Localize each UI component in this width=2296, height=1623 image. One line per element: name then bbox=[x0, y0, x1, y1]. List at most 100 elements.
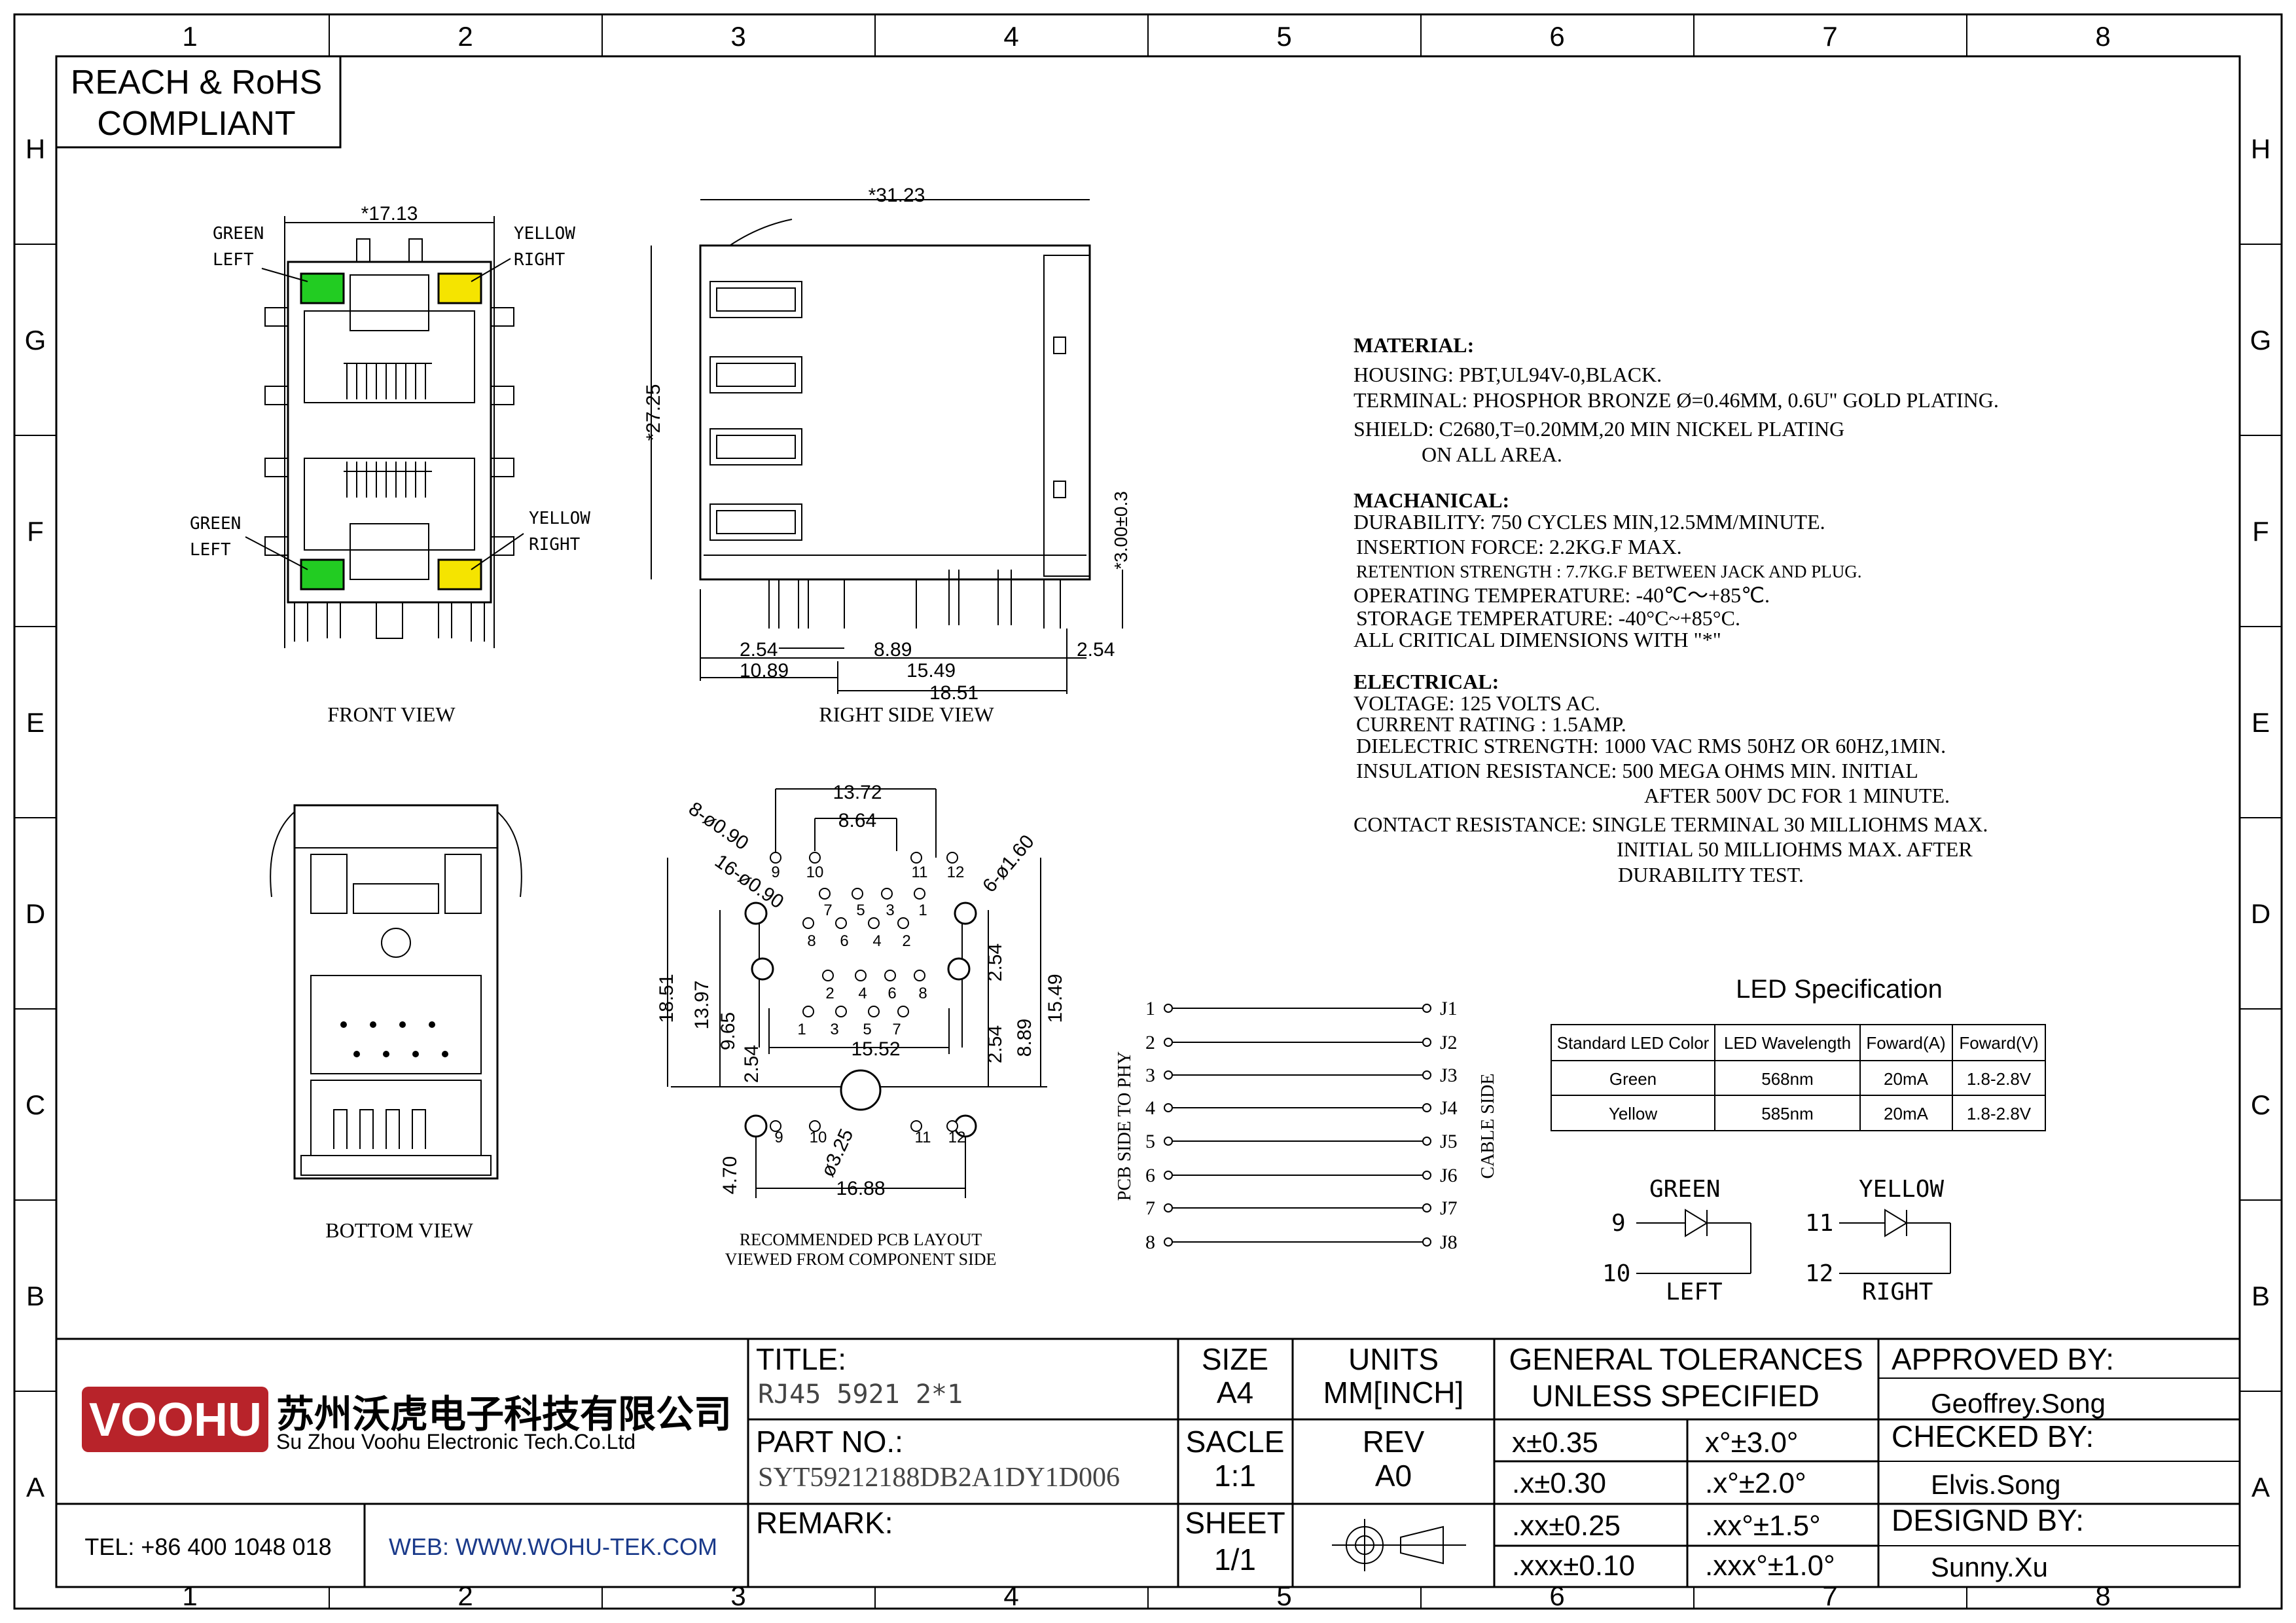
col-label: 1 bbox=[182, 21, 197, 52]
dim-965: 9.65 bbox=[717, 1012, 739, 1050]
approved-label: APPROVED BY: bbox=[1892, 1342, 2114, 1376]
pin-left: 4 bbox=[1145, 1097, 1155, 1119]
pin-label: 10 bbox=[806, 864, 824, 881]
tol-cell: .x±0.30 bbox=[1512, 1467, 1606, 1499]
note-line: RETENTION STRENGTH : 7.7KG.F BETWEEN JAC… bbox=[1356, 562, 1861, 581]
col-label: 6 bbox=[1549, 21, 1564, 52]
note-line: CONTACT RESISTANCE: SINGLE TERMINAL 30 M… bbox=[1354, 812, 1988, 836]
col-label: 5 bbox=[1276, 21, 1291, 52]
schem-right: RIGHT bbox=[1862, 1279, 1933, 1305]
pin-label: 12 bbox=[947, 864, 965, 881]
note-line: TERMINAL: PHOSPHOR BRONZE Ø=0.46MM, 0.6U… bbox=[1354, 388, 1999, 412]
led-cell: Green bbox=[1609, 1069, 1657, 1089]
led-green-top bbox=[300, 272, 345, 304]
pin-right: J5 bbox=[1440, 1131, 1458, 1152]
front-view: *17.13 bbox=[190, 203, 590, 726]
pin-right: J1 bbox=[1440, 998, 1458, 1019]
dim-1549: 15.49 bbox=[1045, 974, 1066, 1023]
design-label: DESIGND BY: bbox=[1892, 1503, 2084, 1537]
tel: TEL: +86 400 1048 018 bbox=[84, 1533, 331, 1560]
pcb-caption-2: VIEWED FROM COMPONENT SIDE bbox=[725, 1250, 997, 1269]
pin-label: 2 bbox=[902, 932, 910, 950]
row-label: E bbox=[2251, 707, 2270, 738]
pin-label: 4 bbox=[858, 985, 867, 1002]
col-label: 4 bbox=[1003, 21, 1018, 52]
dim-1552: 15.52 bbox=[851, 1038, 900, 1060]
col-label: 1 bbox=[182, 1580, 197, 1611]
dim-1688: 16.88 bbox=[836, 1178, 885, 1199]
row-label: C bbox=[26, 1089, 45, 1120]
pin-label: 12 bbox=[948, 1129, 966, 1146]
dim-254c: 2.54 bbox=[984, 1025, 1006, 1063]
note-line: INSERTION FORCE: 2.2KG.F MAX. bbox=[1356, 535, 1682, 558]
right-side-view: *31.23 *27.25 *3.00±0.3 bbox=[643, 185, 1131, 726]
pin-left: 7 bbox=[1145, 1197, 1155, 1219]
led-schematic: GREEN 9 10 LEFT YELLOW 11 12 RIGHT bbox=[1602, 1176, 1951, 1305]
tol-cell: .xxx°±1.0° bbox=[1705, 1550, 1835, 1582]
schem-yellow: YELLOW bbox=[1859, 1176, 1944, 1203]
col-label: 3 bbox=[730, 1580, 745, 1611]
col-label: 2 bbox=[457, 1580, 473, 1611]
schem-pin: 12 bbox=[1805, 1260, 1833, 1287]
pin-left: 1 bbox=[1145, 998, 1155, 1019]
title-block: VOOHU 苏州沃虎电子科技有限公司 Su Zhou Voohu Electro… bbox=[56, 1338, 2240, 1587]
rev-label: REV bbox=[1363, 1425, 1425, 1459]
col-label: 6 bbox=[1549, 1580, 1564, 1611]
company-cn: 苏州沃虎电子科技有限公司 bbox=[276, 1393, 732, 1436]
bottom-view: BOTTOM VIEW bbox=[270, 804, 522, 1242]
pin-label: 9 bbox=[774, 1129, 783, 1146]
dim-254a: 2.54 bbox=[741, 1045, 762, 1083]
led-header: Foward(V) bbox=[1959, 1033, 2038, 1053]
elec-heading: ELECTRICAL: bbox=[1354, 670, 1499, 693]
dim-889: 8.89 bbox=[1014, 1019, 1035, 1057]
dim-f: 18.51 bbox=[929, 682, 978, 704]
checked-value: Elvis.Song bbox=[1931, 1469, 2060, 1500]
voohu-logo bbox=[82, 1387, 268, 1452]
dim-pin: *3.00±0.3 bbox=[1111, 491, 1131, 570]
cable-side-label: CABLE SIDE bbox=[1478, 1074, 1498, 1179]
label-green-top: GREEN bbox=[213, 224, 264, 244]
pin-left: 8 bbox=[1145, 1231, 1155, 1253]
tol-cell: .xx±0.25 bbox=[1512, 1510, 1621, 1542]
scale-label: SACLE bbox=[1186, 1425, 1285, 1459]
pin-label: 1 bbox=[918, 902, 927, 919]
pcb-side-label: PCB SIDE TO PHY bbox=[1115, 1051, 1135, 1201]
pin-right: J3 bbox=[1440, 1065, 1458, 1086]
label-yellow-top: YELLOW bbox=[514, 224, 575, 244]
dim-width: *17.13 bbox=[361, 203, 418, 225]
row-label: E bbox=[26, 707, 45, 738]
row-label: C bbox=[2251, 1089, 2270, 1120]
led-spec-table: LED Specification Standard LED Color LED… bbox=[1551, 975, 2046, 1131]
pin-label: 6 bbox=[888, 985, 896, 1002]
col-label: 8 bbox=[2095, 1580, 2110, 1611]
part-label: PART NO.: bbox=[756, 1425, 903, 1459]
pin-label: 7 bbox=[823, 902, 832, 919]
pin-right: J6 bbox=[1440, 1165, 1458, 1186]
led-cell: 585nm bbox=[1761, 1104, 1814, 1123]
pin-label: 4 bbox=[872, 932, 881, 950]
dim-a: 2.54 bbox=[740, 639, 778, 661]
logo-text: VOOHU bbox=[89, 1394, 262, 1446]
units-label: UNITS bbox=[1348, 1342, 1439, 1376]
col-label: 7 bbox=[1822, 21, 1837, 52]
dim-height: *27.25 bbox=[643, 384, 664, 441]
label-yellow-bottom: YELLOW bbox=[529, 509, 590, 528]
col-label: 7 bbox=[1822, 1580, 1837, 1611]
row-label: H bbox=[2251, 134, 2270, 164]
compliance-box: REACH & RoHS COMPLIANT bbox=[56, 56, 342, 149]
row-label: D bbox=[2251, 898, 2270, 929]
row-label: F bbox=[2252, 516, 2269, 547]
led-yellow-top bbox=[437, 272, 482, 304]
tol-heading-1: GENERAL TOLERANCES bbox=[1509, 1342, 1863, 1376]
remark-label: REMARK: bbox=[756, 1506, 893, 1540]
label-right-bottom: RIGHT bbox=[529, 535, 581, 555]
led-cell: 20mA bbox=[1884, 1069, 1929, 1089]
col-label: 3 bbox=[730, 21, 745, 52]
note-line: DURABILITY TEST. bbox=[1618, 863, 1804, 886]
pin-label: 8 bbox=[918, 985, 927, 1002]
schem-left: LEFT bbox=[1666, 1279, 1723, 1305]
row-label: B bbox=[2251, 1281, 2270, 1311]
pin-right: J7 bbox=[1440, 1197, 1458, 1219]
dim-b: 8.89 bbox=[874, 639, 912, 661]
col-label: 4 bbox=[1003, 1580, 1018, 1611]
